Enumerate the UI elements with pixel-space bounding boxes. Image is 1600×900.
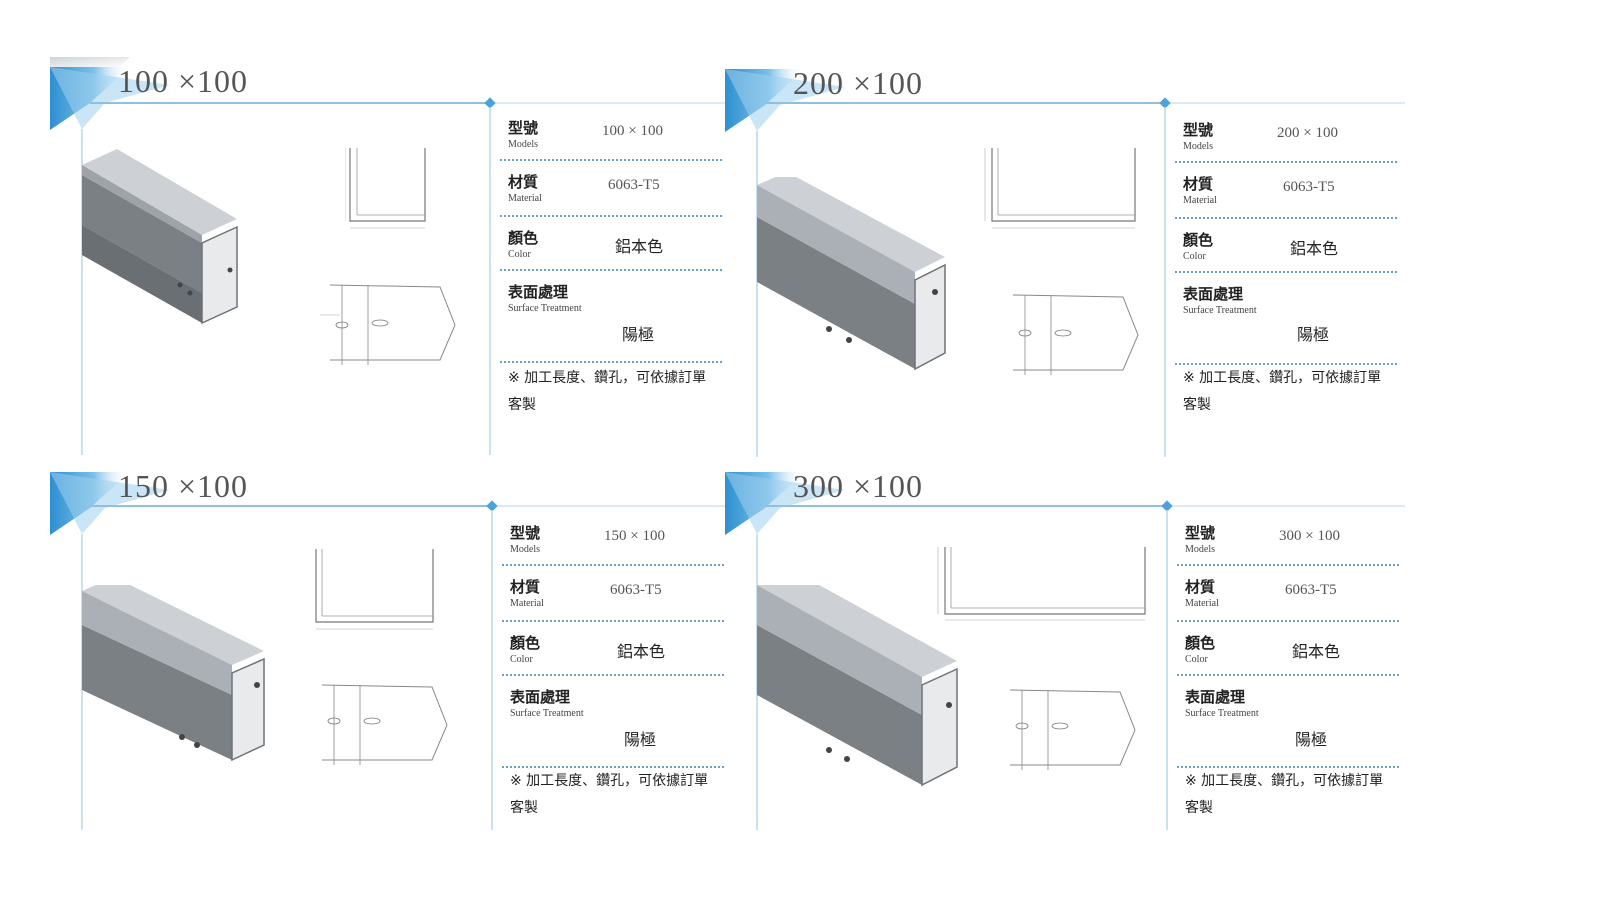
material-label: 材質 xyxy=(1183,175,1214,193)
front-section-drawing xyxy=(315,549,434,630)
material-value: 6063-T5 xyxy=(1285,582,1337,598)
size-title: 150 ×100 xyxy=(118,468,249,504)
spec-row-model: 型號 Models 300 × 100 xyxy=(1177,512,1399,566)
surface-label: 表面處理 xyxy=(508,283,569,301)
side-profile-drawing xyxy=(320,284,456,365)
spec-table: 型號 Models 300 × 100 材質 Material 6063-T5 … xyxy=(1177,512,1399,768)
material-label-en: Material xyxy=(510,598,544,609)
color-label: 顏色 xyxy=(510,634,541,652)
color-value: 鋁本色 xyxy=(1292,642,1341,661)
model-label-en: Models xyxy=(1183,141,1213,152)
material-value: 6063-T5 xyxy=(1283,179,1335,195)
side-profile-drawing xyxy=(1012,294,1139,375)
front-section-drawing xyxy=(937,547,1146,621)
color-value: 鋁本色 xyxy=(615,237,664,256)
product-panel-150x100: 150 ×100 型號 Models 150 × 100 材質 Material… xyxy=(50,460,740,860)
customization-note: ※ 加工長度、鑽孔，可依據訂單客製 xyxy=(508,370,707,413)
surface-label-en: Surface Treatment xyxy=(508,303,582,314)
product-panel-200x100: 200 ×100 型號 Models 200 × 100 材質 Material xyxy=(725,57,1415,457)
spec-row-material: 材質 Material 6063-T5 xyxy=(500,161,722,217)
material-value: 6063-T5 xyxy=(608,177,660,193)
spec-row-surface: 表面處理 Surface Treatment 陽極 xyxy=(1175,273,1397,365)
side-profile-drawing xyxy=(1009,689,1136,770)
material-value: 6063-T5 xyxy=(610,582,662,598)
spec-row-model: 型號 Models 200 × 100 xyxy=(1175,109,1397,163)
material-label-en: Material xyxy=(1183,195,1217,206)
size-title: 200 ×100 xyxy=(793,65,924,101)
spec-row-surface: 表面處理 Surface Treatment 陽極 xyxy=(502,676,724,768)
color-value: 鋁本色 xyxy=(617,642,666,661)
color-value: 鋁本色 xyxy=(1290,239,1339,258)
model-value: 100 × 100 xyxy=(602,123,663,139)
spec-row-material: 材質 Material 6063-T5 xyxy=(1177,566,1399,622)
spec-row-material: 材質 Material 6063-T5 xyxy=(502,566,724,622)
spec-row-material: 材質 Material 6063-T5 xyxy=(1175,163,1397,219)
material-label-en: Material xyxy=(508,193,542,204)
color-label-en: Color xyxy=(1183,251,1206,262)
spec-row-surface: 表面處理 Surface Treatment 陽極 xyxy=(500,271,722,363)
material-label: 材質 xyxy=(1185,578,1216,596)
surface-label-en: Surface Treatment xyxy=(510,708,584,719)
surface-value: 陽極 xyxy=(1297,325,1330,344)
surface-value: 陽極 xyxy=(1295,730,1328,749)
spec-table: 型號 Models 150 × 100 材質 Material 6063-T5 … xyxy=(502,512,724,768)
material-label: 材質 xyxy=(508,173,539,191)
color-label-en: Color xyxy=(508,249,531,260)
model-label: 型號 xyxy=(508,119,539,137)
front-section-drawing xyxy=(984,148,1136,229)
model-value: 150 × 100 xyxy=(604,528,665,544)
front-section-drawing xyxy=(345,148,426,229)
spec-table: 型號 Models 100 × 100 材質 Material 6063-T5 … xyxy=(500,107,722,363)
customization-note: ※ 加工長度、鑽孔，可依據訂單客製 xyxy=(510,773,709,816)
model-label-en: Models xyxy=(510,544,540,555)
surface-label: 表面處理 xyxy=(510,688,571,706)
spec-row-color: 顏色 Color 鋁本色 xyxy=(500,217,722,271)
product-panel-300x100: 300 ×100 型號 Models 300 × 100 材質 Material xyxy=(725,460,1415,860)
cable-tray-3d-illustration xyxy=(82,585,265,762)
panel-frame xyxy=(725,472,1405,830)
surface-value: 陽極 xyxy=(624,730,657,749)
surface-label: 表面處理 xyxy=(1183,285,1244,303)
surface-label-en: Surface Treatment xyxy=(1185,708,1259,719)
cable-tray-3d-illustration xyxy=(757,177,946,371)
size-title: 300 ×100 xyxy=(793,468,924,504)
material-label: 材質 xyxy=(510,578,541,596)
material-label-en: Material xyxy=(1185,598,1219,609)
model-label: 型號 xyxy=(1183,121,1214,139)
surface-value: 陽極 xyxy=(622,325,655,344)
model-label-en: Models xyxy=(1185,544,1215,555)
spec-row-model: 型號 Models 100 × 100 xyxy=(500,107,722,161)
spec-row-model: 型號 Models 150 × 100 xyxy=(502,512,724,566)
spec-row-color: 顏色 Color 鋁本色 xyxy=(1175,219,1397,273)
customization-note: ※ 加工長度、鑽孔，可依據訂單客製 xyxy=(1185,773,1384,816)
model-label-en: Models xyxy=(508,139,538,150)
color-label: 顏色 xyxy=(1183,231,1214,249)
spec-row-color: 顏色 Color 鋁本色 xyxy=(1177,622,1399,676)
model-label: 型號 xyxy=(1185,524,1216,542)
model-value: 300 × 100 xyxy=(1279,528,1340,544)
spec-row-color: 顏色 Color 鋁本色 xyxy=(502,622,724,676)
surface-label-en: Surface Treatment xyxy=(1183,305,1257,316)
panel-frame xyxy=(725,69,1405,457)
product-panel-100x100: 100 ×100 型號 Models 100 × 100 材質 Mate xyxy=(50,55,740,455)
color-label: 顏色 xyxy=(508,229,539,247)
spec-table: 型號 Models 200 × 100 材質 Material 6063-T5 … xyxy=(1175,109,1397,365)
model-value: 200 × 100 xyxy=(1277,125,1338,141)
color-label-en: Color xyxy=(1185,654,1208,665)
side-profile-drawing xyxy=(321,684,448,765)
customization-note: ※ 加工長度、鑽孔，可依據訂單客製 xyxy=(1183,370,1382,413)
cable-tray-3d-illustration xyxy=(82,149,238,325)
spec-row-surface: 表面處理 Surface Treatment 陽極 xyxy=(1177,676,1399,768)
model-label: 型號 xyxy=(510,524,541,542)
cable-tray-3d-illustration xyxy=(757,585,958,787)
color-label-en: Color xyxy=(510,654,533,665)
size-title: 100 ×100 xyxy=(118,63,249,99)
panel-frame xyxy=(50,57,730,455)
surface-label: 表面處理 xyxy=(1185,688,1246,706)
color-label: 顏色 xyxy=(1185,634,1216,652)
